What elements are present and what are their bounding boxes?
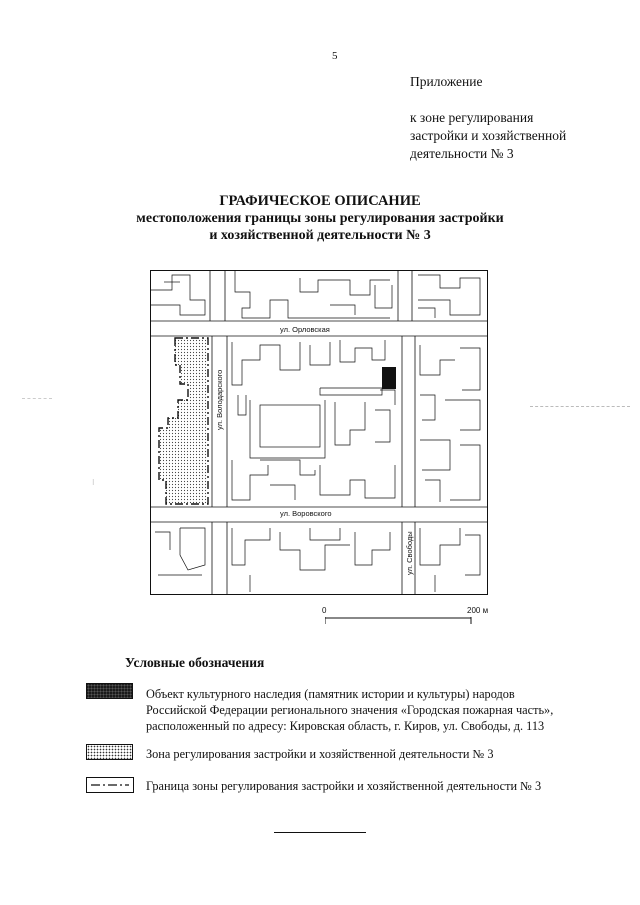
heritage-object-symbol	[86, 683, 133, 699]
legend-item-boundary: Граница зоны регулирования застройки и х…	[146, 779, 542, 793]
appendix-label: Приложение	[410, 74, 483, 89]
scale-bar	[325, 617, 472, 624]
legend-text-line: Российской Федерации регионального значе…	[146, 703, 554, 717]
scan-artifact: ⁝	[92, 478, 95, 487]
zone-area	[159, 338, 208, 504]
subtitle-line: и хозяйственной деятельности № 3	[209, 228, 431, 243]
heritage-object	[382, 367, 396, 389]
legend-title: Условные обозначения	[125, 655, 265, 670]
legend-text-line: расположенный по адресу: Кировская облас…	[146, 719, 545, 733]
scale-label-zero: 0	[322, 606, 327, 615]
street-label-volodarskogo: ул. Володарского	[215, 370, 224, 430]
end-rule	[274, 832, 366, 833]
appendix-line: застройки и хозяйственной	[410, 128, 567, 143]
map-streets	[150, 270, 488, 595]
subtitle-line: местоположения границы зоны регулировани…	[136, 211, 504, 226]
zone-map: ул. Орловская ул. Воровского ул. Володар…	[150, 270, 488, 595]
page-title: ГРАФИЧЕСКОЕ ОПИСАНИЕ	[219, 193, 421, 209]
page-subtitle: местоположения границы зоны регулировани…	[0, 210, 640, 244]
street-label-vorovskogo: ул. Воровского	[280, 509, 332, 518]
scan-artifact	[530, 406, 630, 407]
appendix-line: деятельности № 3	[410, 146, 514, 161]
street-label-svobody: ул. Свободы	[405, 531, 414, 575]
scale-label-max: 200 м	[467, 606, 489, 615]
appendix-block: Приложение к зоне регулирования застройк…	[410, 73, 566, 163]
zone-boundary-symbol	[86, 777, 134, 793]
scan-artifact	[22, 398, 52, 399]
appendix-line: к зоне регулирования	[410, 110, 534, 125]
zone-area-symbol	[86, 744, 133, 760]
zone-boundary	[158, 337, 209, 505]
map-buildings	[150, 270, 481, 592]
legend-item-zone: Зона регулирования застройки и хозяйстве…	[146, 747, 494, 761]
legend-item-heritage: Объект культурного наследия (памятник ис…	[146, 686, 586, 734]
legend-text-line: Объект культурного наследия (памятник ис…	[146, 687, 515, 701]
page-number: 5	[332, 50, 338, 62]
street-label-orlovskaya: ул. Орловская	[280, 325, 330, 334]
